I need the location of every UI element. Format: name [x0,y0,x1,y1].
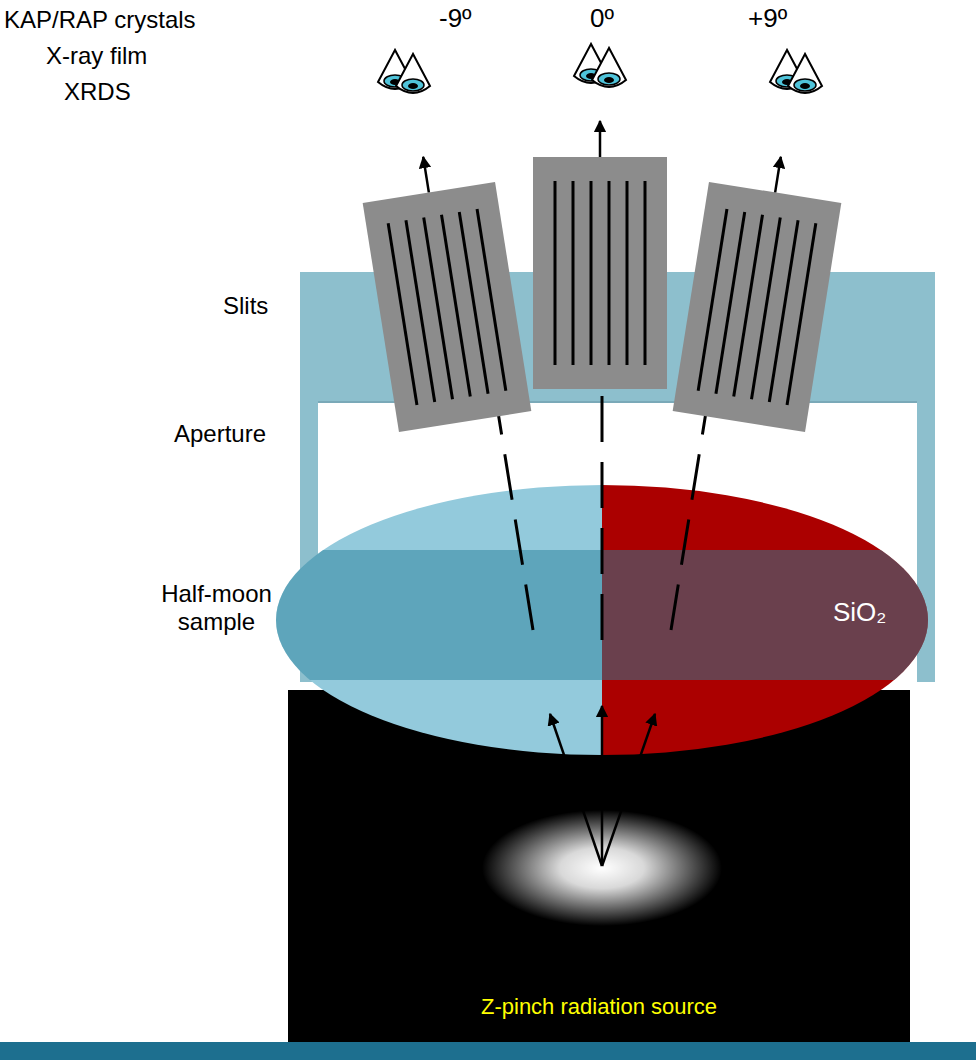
svg-use [592,48,626,87]
footer-bar [0,1042,976,1060]
source-label: Z-pinch radiation source [481,994,717,1020]
viewer-eye [574,44,626,87]
detector-label: XRDS [64,78,131,106]
slit-collimator [357,146,531,432]
part-label: Slits [223,292,268,320]
svg-use [396,54,430,93]
svg-use [788,54,822,93]
part-label: Half-moon sample [154,580,279,635]
svg-line [602,714,655,866]
angle-label: +9º [748,4,787,34]
detector-label: X-ray film [46,42,147,70]
svg-line [550,714,602,866]
source-rays [550,706,655,866]
angle-label: -9º [439,4,472,34]
viewer-eye [378,50,430,93]
slit-collimator [673,146,847,432]
detector-label: KAP/RAP crystals [4,6,196,34]
part-label: Aperture [174,420,266,448]
svg-line [601,706,604,866]
angle-label: 0º [590,4,614,34]
viewer-eye [770,50,822,93]
material-label: SiO₂ [833,598,886,628]
slit-collimator [533,121,667,389]
